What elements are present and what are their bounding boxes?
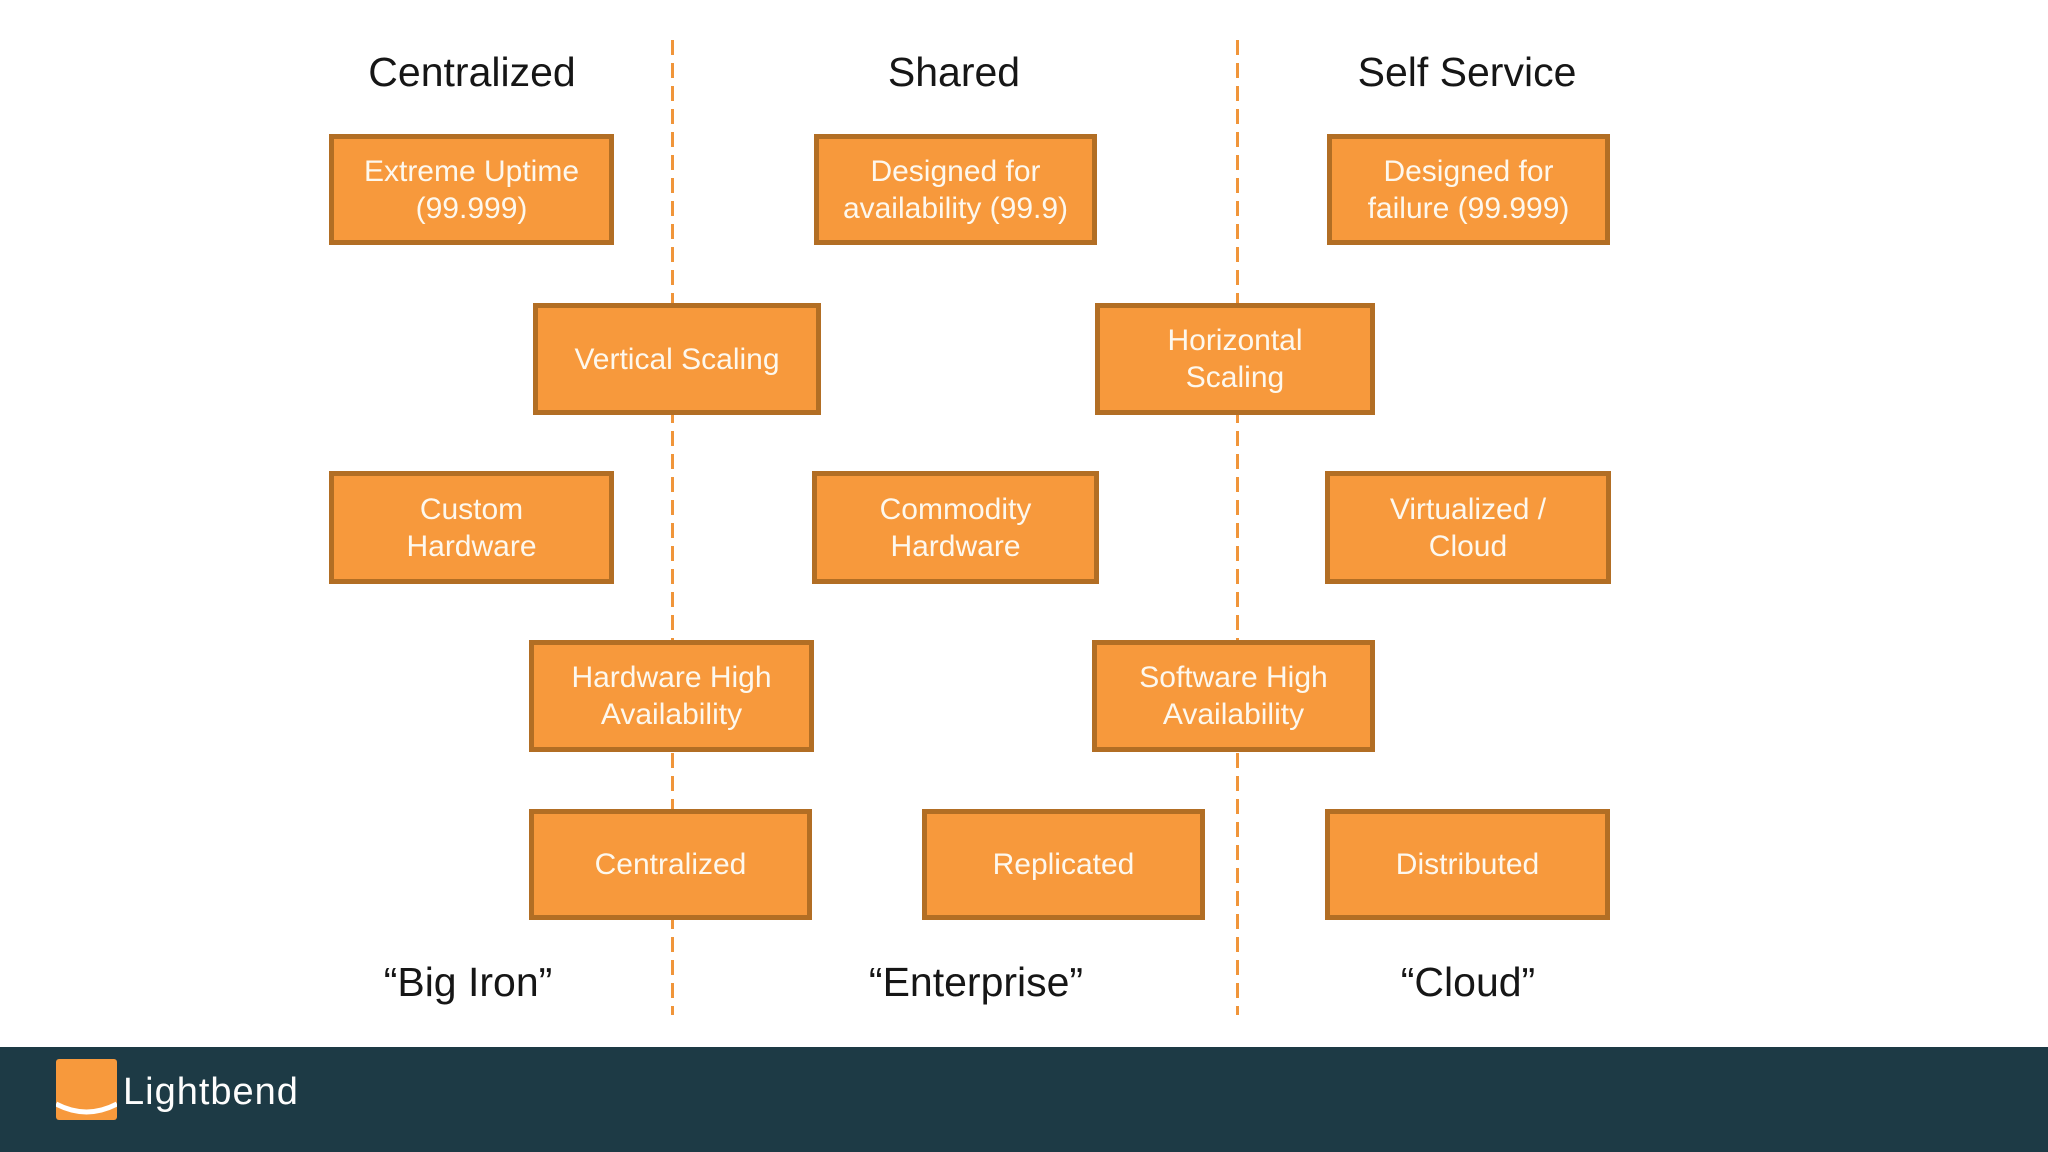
- diagram-box-virtualized-cloud: Virtualized / Cloud: [1325, 471, 1611, 584]
- column-header-shared: Shared: [887, 49, 1021, 95]
- diagram-box-vertical-scaling: Vertical Scaling: [533, 303, 821, 415]
- diagram-box-software-high-availability: Software High Availability: [1092, 640, 1375, 752]
- diagram-box-commodity-hardware: Commodity Hardware: [812, 471, 1099, 584]
- diagram-box-designed-availability: Designed for availability (99.9): [814, 134, 1097, 245]
- diagram-box-horizontal-scaling: Horizontal Scaling: [1095, 303, 1375, 415]
- column-divider-dashed-line-right: [1236, 40, 1239, 1015]
- diagram-box-hardware-high-availability: Hardware High Availability: [529, 640, 814, 752]
- column-header-centralized: Centralized: [368, 49, 576, 95]
- diagram-box-distributed: Distributed: [1325, 809, 1610, 920]
- brand-name: Lightbend: [123, 1071, 299, 1113]
- footer-bar: Lightbend: [0, 1047, 2048, 1152]
- bottom-label-big-iron: “Big Iron”: [383, 959, 553, 1005]
- lightbend-logo-icon: [56, 1059, 117, 1120]
- bottom-label-cloud: “Cloud”: [1400, 959, 1536, 1005]
- diagram-box-designed-failure: Designed for failure (99.999): [1327, 134, 1610, 245]
- column-header-self-service: Self Service: [1357, 49, 1577, 95]
- diagram-box-extreme-uptime: Extreme Uptime (99.999): [329, 134, 614, 245]
- diagram-box-centralized: Centralized: [529, 809, 812, 920]
- bottom-label-enterprise: “Enterprise”: [868, 959, 1084, 1005]
- column-divider-dashed-line-left: [671, 40, 674, 1015]
- diagram-box-replicated: Replicated: [922, 809, 1205, 920]
- diagram-box-custom-hardware: Custom Hardware: [329, 471, 614, 584]
